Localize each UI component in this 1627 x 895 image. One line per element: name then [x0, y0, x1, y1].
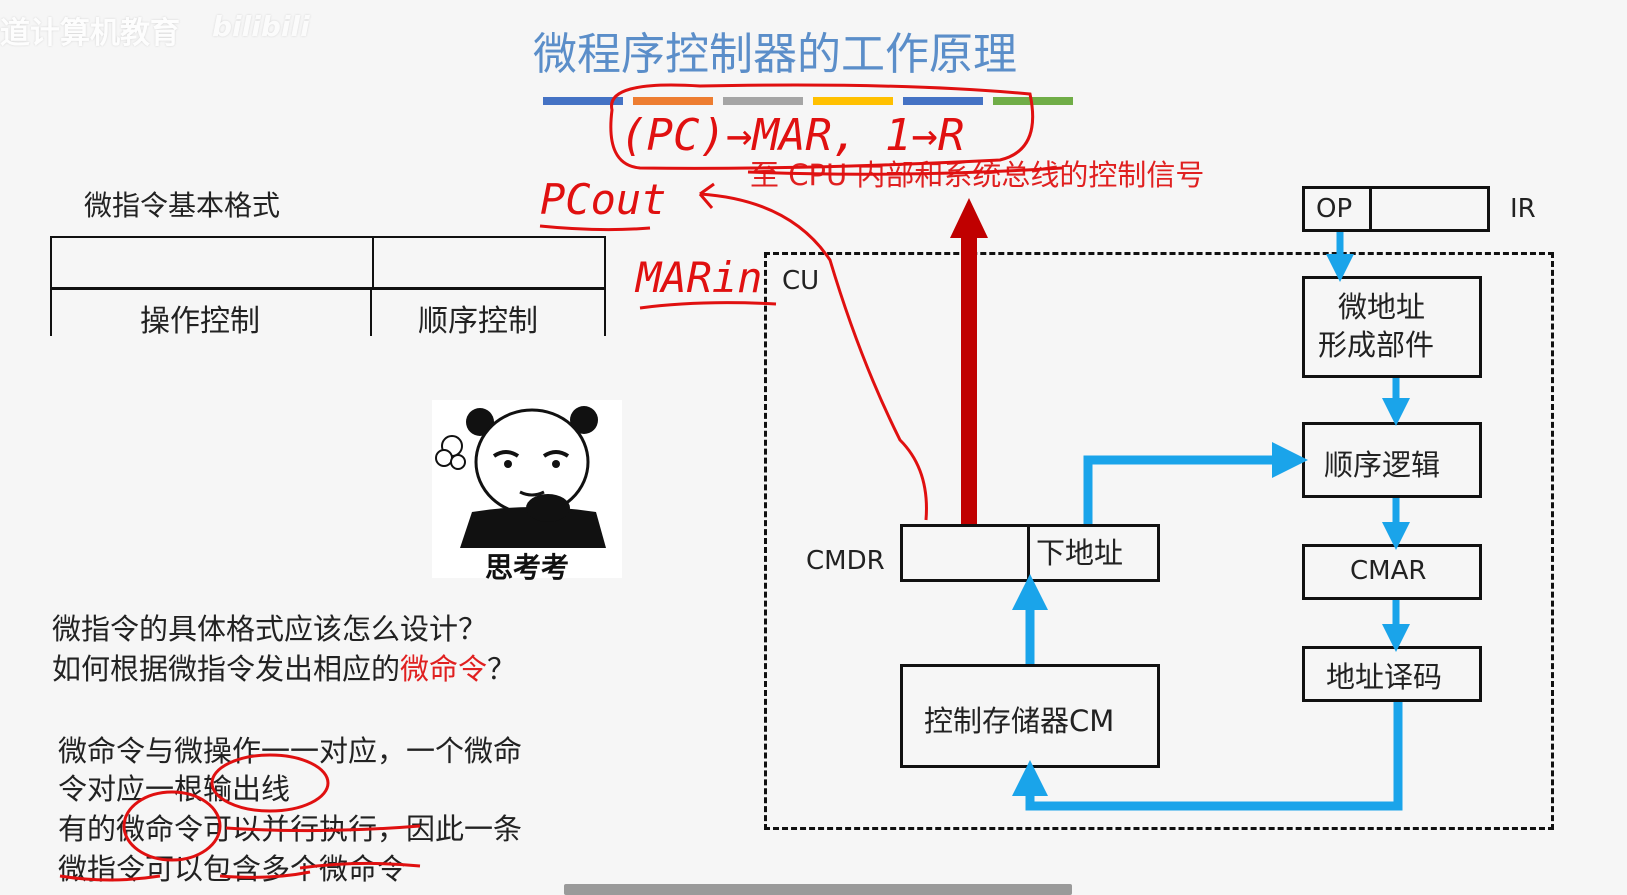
panda-face-icon — [435, 406, 606, 548]
note-line-2: 令对应一根输出线 — [58, 772, 291, 806]
slide-title: 微程序控制器的工作原理 — [533, 29, 1017, 80]
format-heading: 微指令基本格式 — [84, 189, 281, 222]
handwriting-circle — [609, 83, 1035, 170]
meme-caption: 思考考 — [485, 551, 570, 584]
title-bar-segment — [633, 97, 713, 105]
format-left-edge — [50, 290, 52, 336]
sequence-logic-label: 顺序逻辑 — [1324, 448, 1441, 482]
field-seq-control: 顺序控制 — [418, 304, 538, 339]
question-highlight: 微命令 — [400, 652, 488, 686]
decode-to-control-store-arrow — [1012, 702, 1403, 811]
handwriting-strikeout-note4 — [299, 861, 421, 870]
address-decode-block — [1302, 646, 1482, 702]
handwriting-underline-marin — [639, 301, 777, 310]
handwriting-ellipse-micro-command — [122, 790, 222, 862]
cmar-label: CMAR — [1350, 556, 1427, 586]
cu-label: CU — [782, 266, 820, 296]
panda-meme-image — [432, 400, 622, 578]
handwriting-underline-note4 — [59, 870, 311, 882]
bilibili-logo-icon: bilibili — [212, 10, 310, 43]
question-line-2-suffix: ？ — [487, 652, 517, 686]
ir-op-field: OP — [1316, 194, 1353, 224]
control-signal-arrow-shaft — [961, 236, 977, 524]
control-store-block — [900, 664, 1160, 768]
format-box — [50, 236, 606, 290]
handwriting-curve-to-pcout — [699, 192, 928, 521]
handwriting-underline-pcout — [539, 224, 651, 232]
control-signal-arrow-head — [950, 198, 988, 238]
format-divider — [370, 290, 372, 336]
handwriting-mar-in: MARin — [634, 253, 762, 302]
title-color-bar — [543, 97, 1073, 105]
watermark-text: 道计算机教育 — [0, 16, 180, 51]
cmdr-register — [900, 524, 1160, 582]
micro-address-label-2: 形成部件 — [1318, 328, 1435, 362]
question-line-1: 微指令的具体格式应该怎么设计？ — [52, 612, 488, 646]
address-decode-label: 地址译码 — [1326, 660, 1443, 694]
micro-address-unit-block — [1302, 276, 1482, 378]
cmdr-label: CMDR — [806, 546, 885, 576]
handwriting-ellipse-output-line — [210, 753, 330, 813]
title-bar-segment — [993, 97, 1073, 105]
cu-dashed-boundary — [764, 252, 1554, 830]
handwriting-underline-parallel — [225, 824, 421, 833]
question-line-2-prefix: 如何根据微指令发出相应的 — [52, 652, 401, 686]
handwriting-line-1: (PC)→MAR, 1→R — [620, 110, 964, 161]
handwriting-curve-arrowhead — [698, 182, 715, 209]
question-line-2: 如何根据微指令发出相应的微命令？ — [52, 646, 516, 688]
title-bar-segment — [543, 97, 623, 105]
note-line-1: 微命令与微操作一一对应，一个微命 — [58, 734, 523, 768]
field-op-control: 操作控制 — [140, 304, 260, 339]
ir-register — [1302, 186, 1490, 232]
micro-address-label-1: 微地址 — [1338, 290, 1426, 324]
horizontal-scrollbar[interactable] — [564, 884, 1072, 895]
title-bar-segment — [723, 97, 803, 105]
cmdr-next-address-field: 下地址 — [1036, 536, 1124, 570]
handwriting-pc-out: PCout — [540, 175, 666, 224]
control-store-label: 控制存储器CM — [924, 704, 1115, 738]
format-right-edge — [604, 290, 606, 336]
title-bar-segment — [813, 97, 893, 105]
next-address-to-sequence-arrow — [1083, 442, 1308, 524]
ir-label: IR — [1510, 194, 1536, 224]
handwriting-group — [59, 83, 1063, 882]
handwriting-strikeout — [747, 166, 1063, 176]
title-bar-segment — [903, 97, 983, 105]
